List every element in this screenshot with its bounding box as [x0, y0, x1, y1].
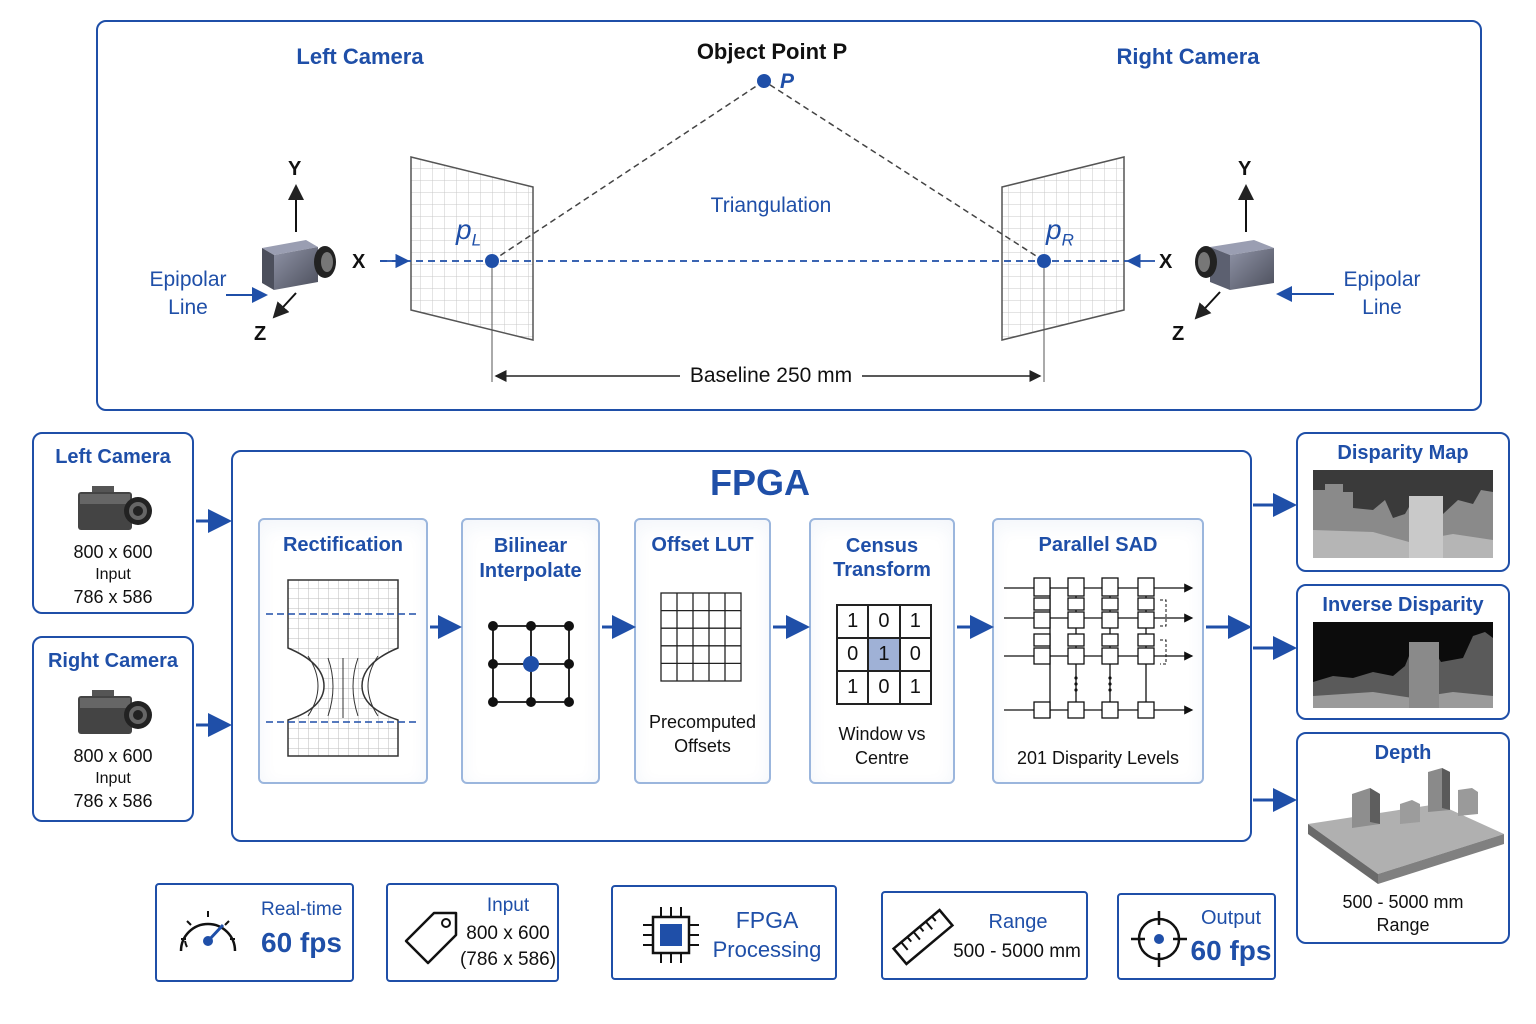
right-image-point: [1037, 254, 1051, 268]
object-point-label: P: [780, 70, 795, 93]
inverse-disparity-title: Inverse Disparity: [1322, 594, 1484, 616]
parallel-sad-stage: Parallel SAD 201 Disparity Levels: [992, 518, 1204, 784]
rectification-title: Rectification: [282, 534, 404, 556]
disparity-map-image: [1313, 470, 1493, 558]
rectification-warp-diagram: [266, 579, 420, 757]
parallel-sad-title: Parallel SAD: [1038, 534, 1158, 556]
left-ray: [491, 80, 765, 262]
bilinear-grid-diagram: [488, 621, 574, 707]
tag-icon: [404, 911, 458, 965]
left-camera-input-label: Input: [95, 566, 131, 583]
left-camera-resolution: 800 x 600: [73, 542, 153, 562]
right-camera-input-box: Right Camera 800 x 600 Input 786 x 586: [32, 636, 194, 822]
left-image-point-label: pL: [456, 214, 482, 250]
left-camera-input-title: Left Camera: [55, 446, 171, 468]
left-axis-z: Z: [254, 323, 267, 345]
right-camera-input-title: Right Camera: [47, 650, 179, 672]
input-badge-crop: (786 x 586): [459, 949, 557, 970]
census-center-cell: 1: [868, 638, 900, 671]
left-camera-input-box: Left Camera 800 x 600 Input 786 x 586: [32, 432, 194, 614]
camera-icon: [78, 486, 152, 530]
disparity-map-title: Disparity Map: [1337, 442, 1469, 464]
realtime-badge: Real-time 60 fps: [155, 883, 354, 982]
realtime-label: Real-time: [261, 899, 343, 920]
right-axis-z: Z: [1172, 323, 1185, 345]
census-cell: 1: [837, 671, 869, 704]
census-cell: 0: [868, 605, 900, 638]
stereo-geometry-panel: [96, 20, 1482, 411]
input-badge-resolution: 800 x 600: [466, 923, 550, 944]
input-badge-label: Input: [486, 895, 530, 916]
right-camera-resolution: 800 x 600: [73, 746, 153, 766]
fpga-processing-badge: FPGA Processing: [611, 885, 837, 980]
right-image-point-label: pR: [1046, 214, 1074, 250]
right-camera-icon: [1195, 240, 1274, 290]
fpga-title: FPGA: [709, 462, 810, 503]
stereo-geometry-diagram: [226, 74, 1334, 382]
fpga-badge-value: Processing: [712, 937, 822, 962]
offset-lut-title: Offset LUT: [651, 534, 754, 556]
depth-range: 500 - 5000 mm: [1342, 892, 1464, 912]
depth-3d-image: [1308, 768, 1504, 884]
right-image-plane: [1001, 156, 1125, 341]
census-cell: 0: [868, 671, 900, 704]
camera-icon: [78, 690, 152, 734]
left-camera-title: Left Camera: [296, 44, 424, 69]
census-cell: 1: [899, 605, 931, 638]
speedometer-icon: [179, 911, 237, 952]
left-camera-icon: [262, 240, 336, 290]
right-camera-title: Right Camera: [1116, 44, 1260, 69]
census-cell: 1: [837, 605, 869, 638]
input-badge: Input 800 x 600 (786 x 586): [386, 883, 559, 982]
baseline-label: Baseline 250 mm: [689, 364, 853, 387]
output-badge-value: 60 fps: [1190, 935, 1272, 966]
left-image-plane: [410, 156, 534, 341]
left-camera-crop: 786 x 586: [73, 587, 153, 607]
inverse-disparity-image: [1313, 622, 1493, 708]
sad-array-diagram: [1004, 577, 1194, 719]
depth-range-label: Range: [1376, 915, 1430, 935]
parallel-sad-caption: 201 Disparity Levels: [1016, 748, 1180, 768]
triangulation-label: Triangulation: [710, 194, 832, 217]
depth-title: Depth: [1374, 742, 1432, 764]
object-point-title: Object Point P: [696, 39, 848, 64]
census-cell: 1: [899, 671, 931, 704]
left-axis-y: Y: [288, 158, 302, 180]
right-axis-x: X: [1159, 251, 1173, 273]
chip-icon: [643, 907, 699, 963]
right-axis-y: Y: [1238, 158, 1252, 180]
left-image-point: [485, 254, 499, 268]
range-badge: Range 500 - 5000 mm: [881, 891, 1088, 980]
census-cell: 0: [899, 638, 931, 671]
output-badge-label: Output: [1200, 907, 1262, 929]
right-ray: [763, 80, 1045, 262]
right-camera-input-label: Input: [95, 770, 131, 787]
ruler-icon: [891, 908, 955, 966]
lut-grid-diagram: [660, 592, 742, 682]
left-axis-x: X: [352, 251, 366, 273]
range-badge-label: Range: [988, 911, 1048, 933]
crosshair-icon: [1131, 911, 1187, 967]
object-point: [757, 74, 771, 88]
census-window-grid: 1 0 1 0 1 0 1 0 1: [836, 604, 932, 705]
range-badge-value: 500 - 5000 mm: [953, 941, 1081, 962]
output-badge: Output 60 fps: [1117, 893, 1276, 980]
right-camera-crop: 786 x 586: [73, 791, 153, 811]
realtime-value: 60 fps: [261, 927, 342, 958]
census-cell: 0: [837, 638, 869, 671]
fpga-badge-label: FPGA: [735, 907, 799, 933]
